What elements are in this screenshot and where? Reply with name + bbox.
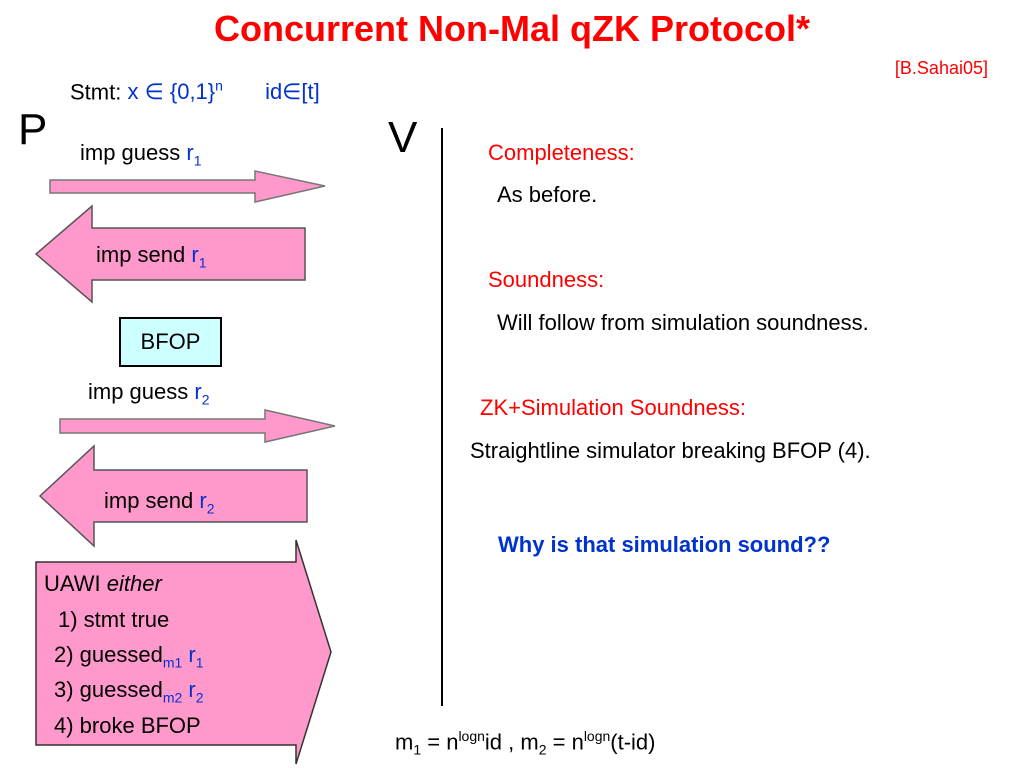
question-text: Why is that simulation sound?? <box>498 532 831 557</box>
send2-label: imp send r2 <box>104 488 215 517</box>
uawi-item-3: 3) guessedm2 r2 <box>54 677 204 706</box>
send1-arrow <box>34 204 306 304</box>
slide-title: Concurrent Non-Mal qZK Protocol* <box>214 8 810 49</box>
soundness-heading: Soundness: <box>488 267 605 292</box>
prover-label: P <box>18 105 48 154</box>
parameter-formula: m1 = nlognid , m2 = nlogn(t-id) <box>395 728 656 758</box>
bfop-box: BFOP <box>119 317 222 367</box>
uawi-heading: UAWI either <box>44 571 162 596</box>
stmt-x-expr: x ∈ {0,1}n <box>127 78 223 105</box>
vertical-divider <box>441 128 443 706</box>
completeness-body: As before. <box>497 182 598 207</box>
uawi-item-2: 2) guessedm1 r1 <box>54 642 204 671</box>
soundness-body: Will follow from simulation soundness. <box>497 310 869 335</box>
guess1-label: imp guess r1 <box>80 140 202 169</box>
zk-body: Straightline simulator breaking BFOP (4)… <box>470 438 871 463</box>
guess1-arrow <box>49 170 326 203</box>
statement-line: Stmt: x ∈ {0,1}n id∈[t] <box>70 78 320 105</box>
send2-arrow <box>38 444 308 548</box>
citation: [B.Sahai05] <box>894 58 988 78</box>
uawi-arrow <box>35 539 332 765</box>
stmt-label: Stmt: <box>70 79 122 105</box>
send1-label: imp send r1 <box>96 242 207 271</box>
guess2-label: imp guess r2 <box>88 379 210 408</box>
uawi-item-1: 1) stmt true <box>58 607 170 632</box>
guess2-arrow <box>59 409 336 443</box>
verifier-label: V <box>388 113 418 162</box>
stmt-id-expr: id∈[t] <box>265 79 320 105</box>
completeness-heading: Completeness: <box>488 140 635 165</box>
uawi-item-4: 4) broke BFOP <box>54 713 201 738</box>
zk-heading: ZK+Simulation Soundness: <box>480 395 746 420</box>
